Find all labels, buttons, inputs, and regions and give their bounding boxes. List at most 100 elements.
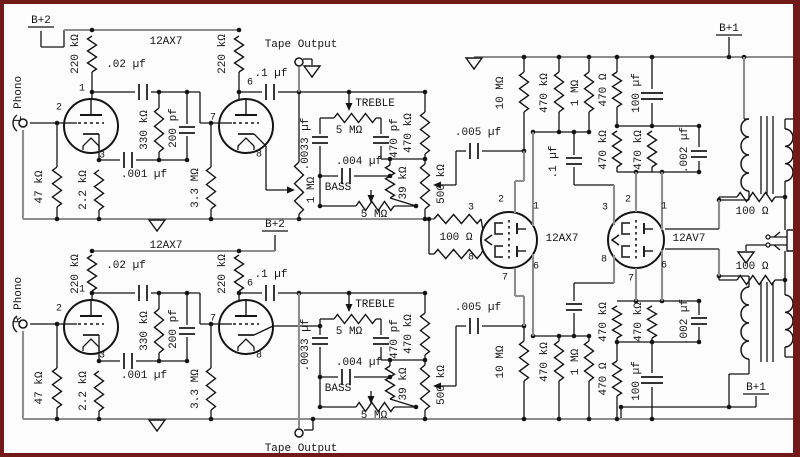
component-label: 10 MΩ bbox=[495, 345, 507, 378]
ground-icon bbox=[147, 219, 167, 233]
component-label: .002 µf bbox=[679, 127, 691, 173]
resistor bbox=[355, 200, 395, 212]
component-label: 470 pf bbox=[389, 319, 401, 359]
component-label: 3 bbox=[99, 351, 105, 362]
component-label: BASS bbox=[325, 182, 352, 194]
component-label: .002 µf bbox=[679, 299, 691, 345]
junction-dot bbox=[696, 298, 702, 304]
resistor bbox=[86, 35, 98, 73]
component-label: 100 Ω bbox=[735, 261, 768, 273]
junction-dot bbox=[184, 358, 190, 364]
tube-heater bbox=[82, 137, 100, 150]
component-label: TREBLE bbox=[355, 98, 395, 110]
resistor bbox=[384, 164, 396, 199]
junction-dot bbox=[208, 216, 214, 222]
resistor bbox=[233, 254, 245, 292]
component-label: .004 µf bbox=[336, 357, 382, 369]
component-label: 3 bbox=[602, 203, 608, 214]
tape-output-jack-icon bbox=[294, 57, 304, 67]
junction-dot bbox=[89, 27, 95, 33]
component-label: Tape Output bbox=[265, 39, 338, 51]
tube-grid bbox=[494, 222, 503, 235]
phono-input-jack-icon bbox=[12, 315, 18, 333]
resistor bbox=[93, 370, 105, 412]
component-label: 5 MΩ bbox=[361, 410, 388, 422]
junction-dot bbox=[387, 374, 393, 380]
component-label: .02 µf bbox=[106, 260, 146, 272]
component-label: 220 kΩ bbox=[70, 254, 82, 294]
inductor-coil bbox=[784, 294, 793, 348]
wire bbox=[389, 398, 417, 408]
component-label: 1 bbox=[79, 84, 85, 95]
resistor bbox=[583, 340, 595, 382]
component-label: 12AX7 bbox=[149, 240, 182, 252]
resistor bbox=[736, 191, 776, 203]
ground-icon bbox=[147, 419, 167, 433]
component-label: Tape Output bbox=[265, 443, 338, 455]
component-label: 100 µf bbox=[631, 361, 643, 401]
tube-cathode bbox=[483, 234, 493, 246]
junction-dot bbox=[413, 404, 419, 410]
junction-dot bbox=[387, 173, 393, 179]
inductor-coil bbox=[784, 128, 793, 182]
resistor bbox=[419, 312, 431, 356]
resistor bbox=[205, 166, 217, 210]
component-label: B+2 bbox=[265, 219, 285, 231]
phono-input-jack-icon bbox=[18, 118, 28, 128]
component-label: 470 kΩ bbox=[539, 342, 551, 382]
component-label: 8 bbox=[256, 351, 262, 362]
junction-dot bbox=[649, 416, 655, 422]
resistor bbox=[518, 71, 530, 113]
component-label: 2 bbox=[56, 103, 62, 114]
junction-dot bbox=[156, 358, 162, 364]
component-label: 330 kΩ bbox=[139, 311, 151, 351]
ground-icon bbox=[302, 65, 322, 79]
component-label: 6 bbox=[661, 261, 667, 272]
component-label: 1 MΩ bbox=[570, 79, 582, 106]
resistor bbox=[433, 213, 482, 225]
tube-grid bbox=[621, 222, 630, 235]
tube-heater bbox=[237, 338, 255, 351]
component-label: .001 µf bbox=[121, 370, 167, 382]
component-label: 3 bbox=[468, 203, 474, 214]
component-label: 470 kΩ bbox=[403, 113, 415, 153]
component-label: 470 Ω bbox=[598, 362, 610, 395]
component-label: 1 bbox=[661, 202, 667, 213]
tube-cathode bbox=[253, 325, 274, 336]
resistor bbox=[583, 71, 595, 113]
contact-circle bbox=[765, 234, 771, 240]
component-label: 8 bbox=[468, 253, 474, 264]
resistor bbox=[153, 308, 165, 354]
wiper-arrow bbox=[287, 186, 295, 194]
wiper-arrow bbox=[345, 304, 353, 312]
junction-dot bbox=[96, 216, 102, 222]
component-label: 470 pf bbox=[389, 118, 401, 158]
component-label: 39 kΩ bbox=[398, 166, 410, 199]
resistor bbox=[553, 340, 565, 382]
component-label: B+1 bbox=[746, 382, 766, 394]
resistor bbox=[333, 313, 377, 325]
resistor bbox=[611, 360, 623, 397]
component-label: .0033 µf bbox=[300, 319, 312, 372]
component-label: 220 kΩ bbox=[70, 34, 82, 74]
component-label: B+1 bbox=[719, 23, 739, 35]
component-label: 500 kΩ bbox=[436, 164, 448, 204]
component-label: 100 Ω bbox=[439, 232, 472, 244]
inductor-coil bbox=[740, 118, 750, 192]
component-label: 2 bbox=[56, 304, 62, 315]
resistor bbox=[611, 305, 623, 339]
component-label: 220 kΩ bbox=[217, 34, 229, 74]
component-label: 470 kΩ bbox=[598, 130, 610, 170]
junction-dot bbox=[696, 169, 702, 175]
component-label: 100 Ω bbox=[735, 206, 768, 218]
component-label: L Phono bbox=[13, 76, 25, 122]
wire bbox=[773, 231, 781, 238]
component-label: 47 kΩ bbox=[34, 170, 46, 203]
junction-dot bbox=[296, 216, 302, 222]
resistor bbox=[419, 111, 431, 155]
resistor bbox=[93, 169, 105, 211]
component-label: 8 bbox=[256, 150, 262, 161]
component-label: 3.3 MΩ bbox=[190, 369, 202, 409]
wire bbox=[389, 197, 417, 207]
